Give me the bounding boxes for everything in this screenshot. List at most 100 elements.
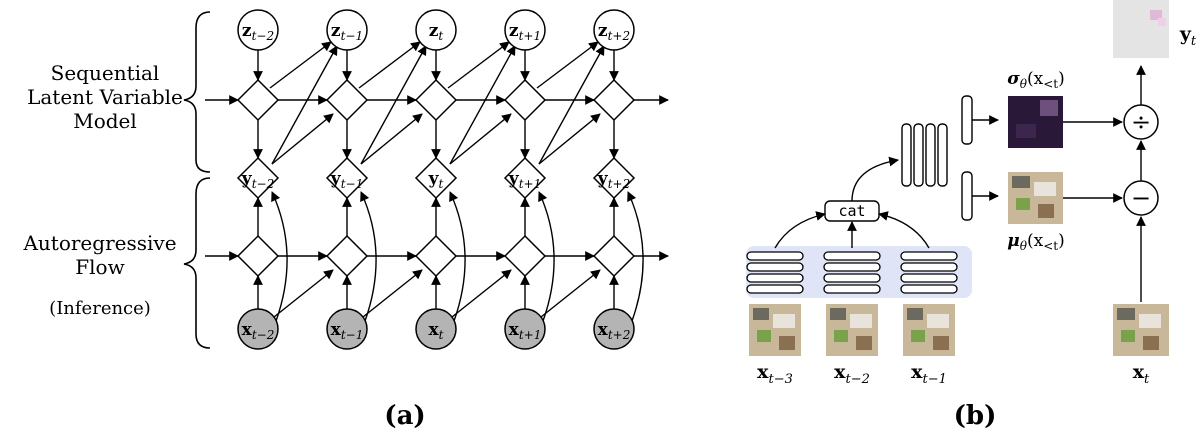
arrow-y-nextz — [449, 45, 516, 165]
arrow-y-nextdiamond — [271, 113, 334, 165]
frame-detail — [834, 330, 848, 342]
arrow-stack1-cat — [774, 211, 826, 249]
latent-node-y-label: yt−2 — [241, 169, 274, 191]
flow-diamond — [325, 234, 369, 278]
mu-image — [1008, 172, 1063, 224]
encoder-layer — [823, 273, 881, 283]
observed-node-x — [415, 308, 457, 350]
label-latent-variable: Latent Variable — [27, 85, 183, 109]
encoder-layer — [900, 262, 958, 272]
latent-node-y-label: yt — [428, 169, 444, 191]
frame-encoders — [746, 251, 958, 294]
latent-node-y — [592, 156, 636, 200]
cat-label: cat — [838, 202, 865, 220]
arrow-x-y-curve — [538, 191, 555, 322]
latent-node-z — [415, 9, 457, 51]
transition-diamond — [236, 78, 280, 122]
latent-node-y-label: yt+2 — [597, 169, 630, 191]
panel-a: Sequential Latent Variable Model Autoreg… — [22, 9, 669, 431]
encoder-layer — [746, 262, 804, 272]
arrow-x-nextdiamond — [540, 269, 601, 318]
observed-node-x-label: xt+2 — [598, 320, 631, 342]
arrow-x-y-curve — [627, 191, 644, 322]
caption-a: (a) — [384, 401, 425, 431]
label-autoregressive: Autoregressive — [22, 231, 176, 255]
frame-detail — [753, 308, 769, 320]
latent-node-y-label: yt+1 — [508, 169, 541, 191]
latent-node-z-label: zt+2 — [598, 21, 630, 43]
observed-node-x-label: xt−1 — [331, 320, 364, 342]
mu-label: μθ(x<t) — [1007, 231, 1064, 253]
arrow-x-y-curve — [449, 191, 466, 322]
observed-node-x — [237, 308, 279, 350]
latent-node-z — [504, 9, 546, 51]
graphical-model: zt−2yt−2xt−2zt−1yt−1xt−1ztytxtzt+1yt+1xt… — [205, 9, 669, 350]
frame-detail — [911, 330, 925, 342]
latent-node-y — [236, 156, 280, 200]
sigma-head — [961, 95, 973, 145]
frame-detail — [856, 336, 872, 350]
latent-node-z-label: zt — [429, 21, 444, 43]
brace-bottom — [183, 177, 211, 349]
observed-node-x-label: xt−2 — [242, 320, 275, 342]
input-image-xt — [1113, 304, 1169, 356]
frame-detail — [850, 314, 872, 328]
latent-node-z — [593, 9, 635, 51]
arrow-y-nextdiamond — [538, 113, 601, 165]
arrow-diamond-nextz — [447, 41, 510, 89]
decoder-stack — [901, 123, 948, 187]
divide-symbol: ÷ — [1131, 108, 1151, 136]
frame-detail — [933, 336, 949, 350]
sigma-image — [1008, 96, 1063, 148]
encoder-layer — [746, 284, 804, 294]
latent-node-y — [414, 156, 458, 200]
arrow-x-y-curve — [360, 191, 377, 322]
brace-top — [183, 11, 211, 173]
encoder-layer — [746, 251, 804, 261]
latent-node-z-label: zt+1 — [509, 21, 541, 43]
flow-diamond — [592, 234, 636, 278]
arrow-x-y-curve — [271, 191, 288, 322]
arrow-stack3-cat — [878, 211, 930, 249]
sigma-label: σθ(x<t) — [1007, 69, 1065, 91]
output-image — [1113, 0, 1169, 58]
transition-diamond — [503, 78, 547, 122]
encoder-layer — [823, 251, 881, 261]
observed-node-x-label: xt+1 — [509, 320, 542, 342]
arrow-y-nextdiamond — [449, 113, 512, 165]
label-model: Model — [73, 109, 137, 133]
arrow-diamond-nextz — [269, 41, 332, 89]
frame-detail — [927, 314, 949, 328]
observed-node-x — [593, 308, 635, 350]
latent-node-z — [326, 9, 368, 51]
arrow-y-nextz — [538, 45, 605, 165]
frame-detail — [907, 308, 923, 320]
observed-node-x-label: xt — [429, 320, 444, 342]
frame-detail — [779, 336, 795, 350]
latent-node-y-label: yt−1 — [330, 169, 363, 191]
arrow-x-nextdiamond — [273, 269, 334, 318]
transition-diamond — [592, 78, 636, 122]
arrow-diamond-nextz — [536, 41, 599, 89]
encoder-layer — [746, 273, 804, 283]
arrow-x-nextdiamond — [362, 269, 423, 318]
frame-label: xt−2 — [834, 361, 870, 387]
observed-node-x — [504, 308, 546, 350]
latent-node-z — [237, 9, 279, 51]
frame-detail — [757, 330, 771, 342]
encoder-layer — [900, 273, 958, 283]
mu-head — [961, 171, 973, 221]
frame-label: xt−3 — [757, 361, 793, 387]
caption-b: (b) — [954, 401, 997, 431]
frame-detail — [830, 308, 846, 320]
label-inference: (Inference) — [49, 298, 151, 319]
arrow-y-nextz — [360, 45, 427, 165]
encoder-layer — [900, 251, 958, 261]
label-flow: Flow — [75, 255, 124, 279]
transition-diamond — [325, 78, 369, 122]
latent-node-z-label: zt−1 — [331, 21, 363, 43]
latent-node-y — [503, 156, 547, 200]
